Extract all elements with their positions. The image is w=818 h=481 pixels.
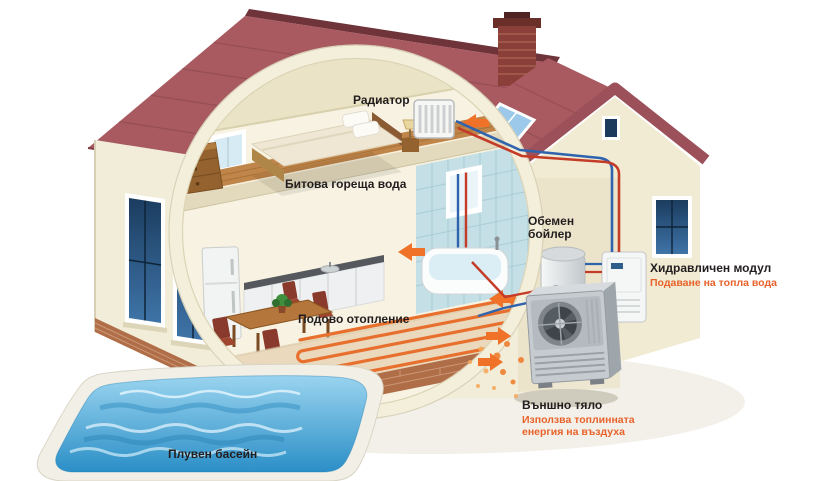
radiator-label: Радиатор [353, 93, 410, 107]
dhw-label: Битова гореща вода [285, 177, 407, 191]
boiler-label-line1: Обемен [528, 214, 575, 228]
orange-arrow [486, 327, 511, 345]
window [123, 193, 167, 333]
floor-heating-label: Подово отопление [298, 312, 410, 326]
dining-table [224, 294, 334, 355]
cutaway-interior [182, 58, 530, 406]
gable-vent [602, 116, 620, 140]
floor-slab [182, 124, 530, 212]
radiator-unit [413, 99, 455, 139]
swimming-pool [36, 363, 384, 481]
outdoor-unit [525, 281, 622, 389]
outdoor-unit-shadow [514, 389, 618, 407]
pool-label: Плувен басейн [168, 447, 258, 461]
boiler-label-line2: бойлер [528, 227, 572, 241]
bed [250, 110, 404, 196]
orange-arrow [478, 353, 503, 371]
chimney [493, 12, 541, 86]
air-energy-particles [468, 327, 524, 398]
outdoor-unit-sublabel-2: енергия на въздуха [522, 426, 625, 438]
orange-arrow [489, 290, 516, 308]
orange-arrow [398, 243, 425, 261]
orange-arrow [462, 114, 489, 132]
table-plant [272, 294, 292, 313]
hydraulic-module-label: Хидравличен модул [650, 261, 772, 275]
outdoor-unit-sublabel-1: Използва топлинната [522, 414, 635, 426]
hydraulic-module-sublabel: Подаване на топла вода [650, 277, 777, 289]
annex-roof-edge [504, 82, 710, 177]
pool-water [55, 375, 368, 473]
window [652, 196, 692, 258]
fan-icon [538, 301, 583, 346]
outdoor-unit-label: Външно тяло [522, 398, 603, 412]
